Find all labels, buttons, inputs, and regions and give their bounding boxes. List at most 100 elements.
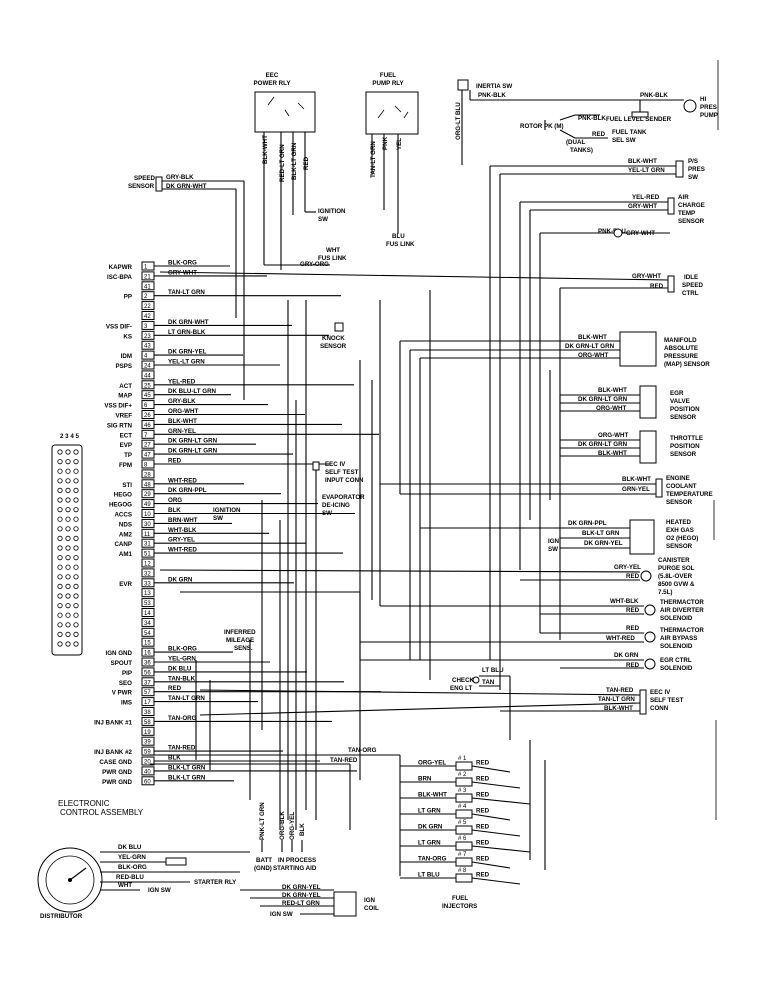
connector-pin [73,574,79,580]
connector-pin [57,506,63,513]
pin-number: 22 [144,304,151,310]
connector-pin [65,545,71,551]
pin-number: 1 [144,265,148,271]
act-1: AIR [678,194,689,201]
map-1: MANIFOLD [664,337,697,344]
tp-sensor: ORG-WHT DK GRN-LT GRN BLK-WHT THROTTLE P… [560,430,703,464]
ect-1: ENGINE [666,475,690,482]
fuel-tank-sel-2: SEL SW [612,137,636,144]
pin-number: 2 [144,294,148,300]
pin-wire-color: RED [168,685,182,692]
pin-number: 19 [144,730,151,736]
map-4: (MAP) SENSOR [664,361,710,368]
egr-wire2: RED [626,662,640,669]
pin-number: 10 [144,512,151,518]
pin-number: 54 [144,631,151,637]
ignition-sw-2: SW [318,216,328,223]
pin-wire-color: GRY-WHT [168,269,197,276]
pnk-blk-2: PNK-BLK [640,92,668,99]
fp-relay-box [365,91,419,135]
injector-number: # 4 [458,804,467,810]
wht-fus-1: WHT [326,247,340,254]
pin-wire-color: TAN-LT GRN [168,695,205,702]
inj-title-1: FUEL [452,895,468,902]
pin-box [141,558,155,568]
idle-wire2: RED [650,283,664,290]
pin-row: 39 [141,736,155,746]
pin-wire-color: YEL-LT GRN [168,359,205,366]
connector-pin [73,478,79,484]
knock-1: KNOCK [322,335,345,342]
tad-wire2: RED [626,607,640,614]
connector-pin [65,564,71,570]
ign-coil-1: IGN [364,897,376,904]
injector-number: # 5 [458,820,467,826]
pin-wire-color: GRY-YEL [168,537,195,544]
pin-function-label: V PWR [112,690,133,697]
pin-number: 33 [144,581,151,587]
knock-2: SENSOR [320,343,347,350]
pin-box [141,340,155,350]
connector-header: 2 3 4 5 [60,433,79,440]
connector-pin [73,631,79,638]
dist-wire3: BLK-ORG [118,864,147,871]
ps-pressure-switch: BLK-WHT YEL-LT GRN P/S PRES SW [489,158,705,690]
pin-wire-color: DK GRN-PPL [168,487,207,494]
connector-pin [65,458,71,465]
im-1: INFERRED [224,629,256,636]
pin-function-label: TP [124,452,132,459]
pin-wire-color: DK GRN [168,576,193,583]
check-eng-1: CHECK [452,677,475,684]
map-sensor: BLK-WHT DK GRN-LT GRN ORG-WHT MANIFOLD A… [400,331,710,368]
pin-function-label: IDM [121,353,132,360]
st-3: CONN [650,705,669,712]
pin-number: 13 [144,591,151,597]
act-wire3: PNK-BLU [598,228,626,235]
connector-pin [73,449,79,455]
sa-wire3: ORG-YEL [289,812,296,840]
pin-function-label: ECT [120,432,133,439]
ect-sensor: BLK-WHT GRN-YEL ENGINE COOLANT TEMPERATU… [380,475,713,506]
pin-function-label: INJ BANK #2 [94,749,132,756]
pin-wire-color: BLK-WHT [168,418,197,425]
st-wire2: TAN-LT GRN [598,696,635,703]
pin-box [141,726,155,736]
evp-sensor: BLK-WHT DK GRN-LT GRN ORG-WHT EGR VALVE … [560,385,700,421]
connector-pin [73,497,79,503]
pin-function-label: FPM [119,462,132,469]
map-3: PRESSURE [664,353,698,360]
connector-pin [73,535,79,542]
pin-wire-color: TAN-ORG [168,715,197,722]
edge-marks [713,60,719,820]
hego-wire1: DK GRN-PPL [568,520,607,527]
pin-box [141,736,155,746]
tp-wire3: BLK-WHT [598,450,627,457]
pin-row: 12 [141,558,155,568]
pin-row: 53 [141,598,155,608]
hp-pump-icon [683,99,697,113]
pin-number: 49 [144,502,151,508]
pin-number: 29 [144,492,151,498]
pin-box [141,311,155,320]
pnk-blk-1: PNK-BLK [478,92,506,99]
pin-number: 30 [144,522,151,528]
canp-2: PURGE SOL [658,565,695,572]
pin-number: 6 [144,403,148,409]
thermactor-air-bypass: RED WHT-RED THERMACTOR AIR BYPASS SOLENO… [360,625,704,650]
pin-row: 14 [141,608,155,617]
pin-number: 21 [144,274,151,280]
tp-wire2: DK GRN-LT GRN [578,441,628,448]
pin-wire-color: DK GRN-YEL [168,349,207,356]
connector-pin [73,583,79,590]
dual-tanks-1: (DUAL [566,139,585,146]
